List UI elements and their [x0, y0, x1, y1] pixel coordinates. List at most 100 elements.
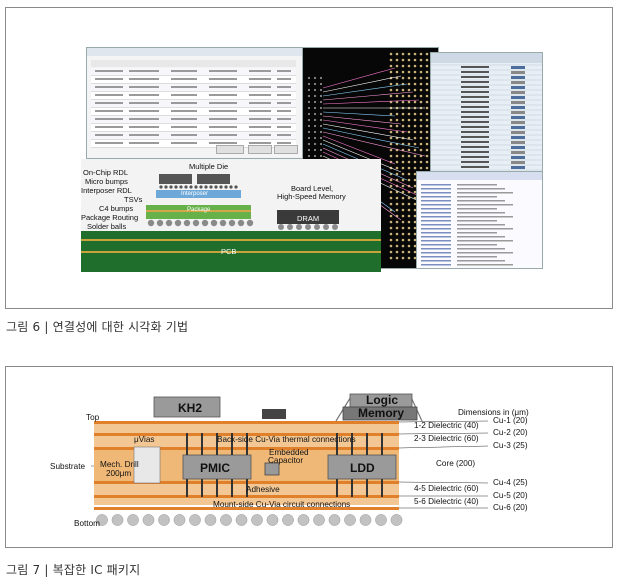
dialog-cell	[249, 70, 271, 72]
dialog-cell	[249, 134, 271, 136]
thermal-via	[231, 433, 233, 455]
dialog-cell	[209, 118, 237, 120]
package-illustration	[81, 174, 381, 272]
dialog-table-row	[91, 76, 296, 84]
layout-pad	[407, 130, 411, 134]
layout-pad	[307, 148, 311, 152]
thermal-via	[216, 433, 218, 455]
layout-pad	[401, 76, 405, 80]
layout-pad	[419, 64, 423, 68]
label-solder-balls: Solder balls	[87, 222, 127, 231]
dialog-titlebar	[87, 48, 302, 56]
layout-pad	[395, 154, 399, 158]
report-line	[421, 244, 451, 246]
label-substrate: Substrate	[50, 462, 85, 471]
dialog-cell	[129, 78, 159, 80]
layout-pad	[401, 124, 405, 128]
layout-pad	[401, 214, 405, 218]
layout-pad	[413, 154, 417, 158]
grid-cell	[511, 146, 525, 149]
grid-cell	[461, 71, 489, 73]
dialog-cell	[171, 102, 197, 104]
dialog-cell	[249, 126, 271, 128]
layout-pad	[389, 118, 393, 122]
layout-pad	[407, 238, 411, 242]
solder-ball	[174, 219, 182, 227]
solder-ball	[142, 514, 155, 526]
layout-pad	[413, 76, 417, 80]
layout-pad	[395, 172, 399, 176]
layout-pad	[407, 208, 411, 212]
label-capacitor: Capacitor	[268, 456, 303, 465]
spreadsheet-screenshot	[430, 52, 543, 174]
dialog-table-row	[91, 68, 296, 76]
solder-ball	[313, 514, 325, 526]
circuit-via	[351, 479, 353, 497]
circuit-via	[366, 479, 368, 497]
layout-pad	[389, 202, 393, 206]
layout-pad	[425, 64, 429, 68]
label-d56: 5-6 Dielectric (40)	[414, 497, 479, 506]
dialog-cell	[129, 86, 159, 88]
net-line	[322, 123, 414, 141]
solder-ball	[210, 219, 218, 227]
report-line	[421, 240, 451, 242]
layout-pad	[401, 196, 405, 200]
micro-bump	[234, 185, 238, 189]
report-line	[421, 204, 451, 206]
dialog-cell	[129, 134, 159, 136]
layout-pad	[413, 58, 417, 62]
layout-pad	[395, 232, 399, 236]
report-line	[457, 236, 505, 238]
layout-pad	[407, 178, 411, 182]
layout-pad	[419, 136, 423, 140]
layout-pad	[413, 250, 417, 254]
layout-pad	[413, 232, 417, 236]
circuit-via	[246, 479, 248, 497]
layout-pad	[407, 256, 411, 260]
dialog-cell	[95, 110, 123, 112]
layout-pad	[419, 148, 423, 152]
dialog-cell	[209, 126, 237, 128]
top-passive	[262, 409, 286, 419]
layout-pad	[389, 178, 393, 182]
dialog-cell	[209, 110, 237, 112]
layout-pad	[407, 88, 411, 92]
layout-pad	[313, 148, 317, 152]
report-titlebar	[417, 172, 542, 180]
leader-line	[398, 445, 489, 449]
label-mech-drill: Mech. Drill	[100, 460, 139, 469]
layout-pad	[313, 88, 317, 92]
layout-pad	[425, 58, 429, 62]
layout-pad	[389, 238, 393, 242]
solder-ball	[111, 514, 124, 526]
layout-pad	[313, 130, 317, 134]
grid-cell	[511, 71, 525, 74]
layout-pad	[401, 184, 405, 188]
thermal-via	[201, 433, 203, 455]
report-line	[421, 256, 451, 258]
micro-bump	[164, 185, 168, 189]
dialog-cell	[171, 70, 197, 72]
layout-pad	[401, 220, 405, 224]
layout-pad	[395, 118, 399, 122]
grid-cell	[511, 141, 525, 144]
layout-pad	[401, 178, 405, 182]
layout-pad	[401, 64, 405, 68]
layout-pad	[407, 166, 411, 170]
layout-pad	[425, 82, 429, 86]
layout-pad	[419, 94, 423, 98]
label-adhesive: Adhesive	[246, 485, 280, 494]
circuit-via	[381, 479, 383, 497]
layout-pad	[407, 220, 411, 224]
dialog-button	[274, 145, 298, 154]
layout-pad	[419, 58, 423, 62]
report-line	[457, 252, 513, 254]
dialog-cell	[277, 126, 291, 128]
solder-ball	[344, 514, 356, 526]
net-line	[322, 119, 408, 133]
layout-pad	[313, 76, 317, 80]
layout-pad	[413, 190, 417, 194]
dialog-button	[248, 145, 272, 154]
label-uvias: μVias	[134, 435, 155, 444]
